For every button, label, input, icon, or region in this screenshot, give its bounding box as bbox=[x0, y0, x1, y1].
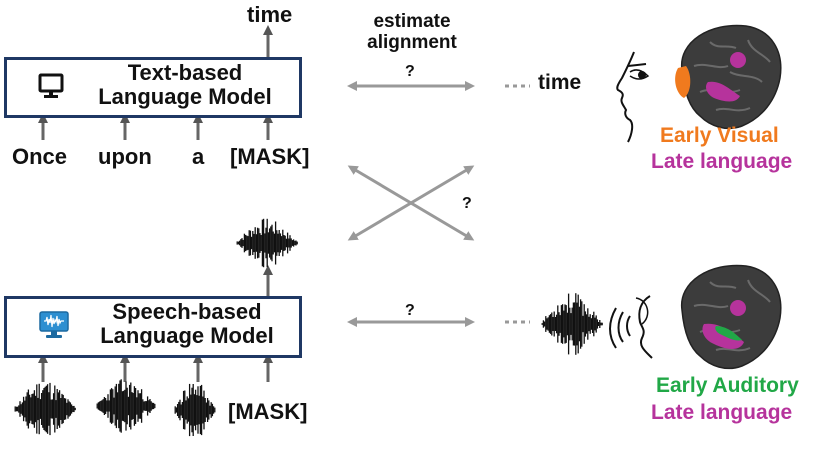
waveform-icon bbox=[96, 379, 156, 433]
brain-time-label: time bbox=[538, 71, 582, 94]
region-label-early-visual: Early Visual bbox=[660, 124, 779, 147]
text-model-box bbox=[4, 57, 302, 118]
text-input-token: [MASK] bbox=[230, 144, 310, 169]
question-mark-bottom: ? bbox=[405, 302, 415, 319]
text-model-output-token: time bbox=[247, 2, 293, 27]
text-model-label-line2: Language Model bbox=[98, 83, 272, 109]
monitor-icon bbox=[37, 72, 65, 100]
speech-model-label-line1: Speech-based bbox=[112, 299, 262, 324]
region-label-late-language: Late language bbox=[651, 401, 793, 424]
question-mark-top: ? bbox=[405, 63, 415, 80]
waveform-icon bbox=[14, 382, 76, 436]
waveform-icon bbox=[174, 383, 216, 437]
region-label-late-language: Late language bbox=[651, 150, 793, 173]
ear-icon bbox=[609, 295, 653, 359]
speech-model-input-arrows bbox=[38, 353, 273, 382]
brain-icon bbox=[675, 24, 782, 130]
question-mark-cross: ? bbox=[462, 195, 472, 212]
waveform-icon bbox=[236, 218, 298, 268]
text-input-token: upon bbox=[98, 144, 152, 169]
text-model-label-line1: Text-based bbox=[127, 60, 243, 85]
text-model-input-arrows bbox=[38, 113, 273, 140]
speech-model-label: Speech-based Language Model bbox=[72, 300, 302, 348]
alignment-label-line2: alignment bbox=[367, 31, 457, 53]
region-label-early-auditory: Early Auditory bbox=[656, 374, 799, 397]
alignment-arrow-cross-up bbox=[347, 165, 475, 241]
text-input-token: a bbox=[192, 144, 205, 169]
speech-model-label-line2: Language Model bbox=[100, 322, 274, 348]
alignment-label: estimate alignment bbox=[350, 11, 474, 54]
text-input-token: Once bbox=[12, 144, 68, 169]
speech-monitor-icon bbox=[38, 309, 70, 341]
speech-mask-token: [MASK] bbox=[228, 399, 308, 424]
alignment-label-line1: estimate bbox=[373, 11, 451, 32]
brain-icon bbox=[681, 264, 782, 370]
waveform-icon bbox=[541, 293, 603, 355]
text-model-label: Text-based Language Model bbox=[70, 61, 300, 109]
face-eye-icon bbox=[616, 51, 650, 143]
